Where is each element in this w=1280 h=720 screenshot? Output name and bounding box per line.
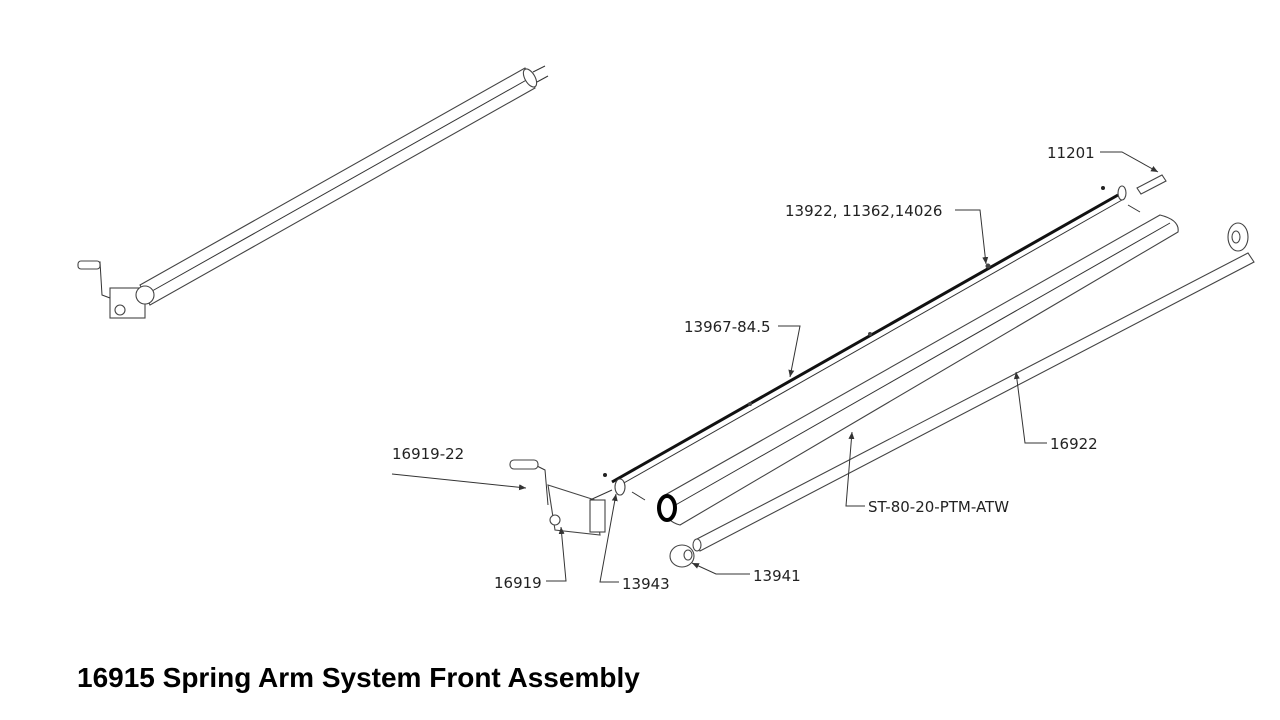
callout-16922: 16922 [1050, 435, 1098, 453]
roller-tube-part [663, 214, 1179, 526]
assembled-crank-handle [77, 260, 101, 270]
callout-13967: 13967-84.5 [684, 318, 771, 336]
callouts: 11201 13922, 11362,14026 13967-84.5 1692… [391, 144, 1159, 593]
pin-part [1136, 174, 1167, 195]
callout-st-80-20: ST-80-20-PTM-ATW [868, 498, 1009, 516]
callout-16919-22: 16919-22 [392, 445, 464, 463]
callout-16919: 16919 [494, 574, 542, 592]
assembled-view [77, 65, 549, 319]
callout-11201: 11201 [1047, 144, 1095, 162]
callout-13922: 13922, 11362,14026 [785, 202, 942, 220]
callout-13943: 13943 [622, 575, 670, 593]
page-title: 16915 Spring Arm System Front Assembly [77, 662, 640, 693]
end-plug-part [614, 478, 626, 496]
rod-part [611, 193, 1119, 484]
exploded-view [509, 174, 1255, 568]
crank-part [509, 459, 539, 470]
callout-13941: 13941 [753, 567, 801, 585]
